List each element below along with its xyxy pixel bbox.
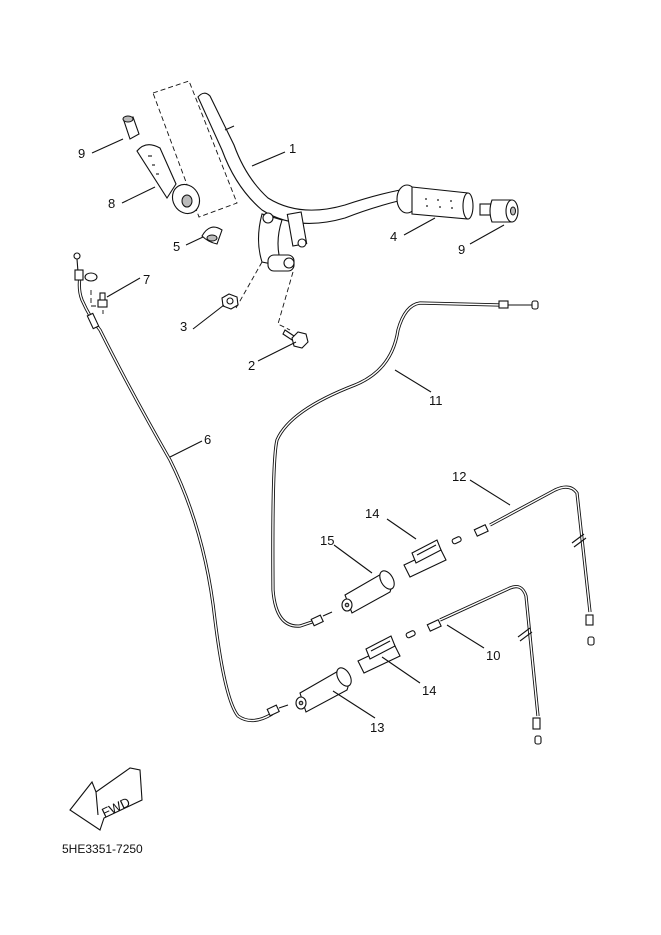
fwd-arrow-icon: FWD: [69, 767, 143, 831]
callout-labels: 1 2 3 4 5 6 7 8 9 9 10 11 12 13 14 14 15: [78, 141, 500, 735]
callout-11: 11: [429, 393, 443, 408]
callout-5: 5: [173, 239, 180, 254]
cable-cover-upper[interactable]: [341, 568, 397, 614]
right-grip[interactable]: [396, 184, 474, 220]
callout-12: 12: [452, 469, 466, 484]
bar-end-weight-right[interactable]: [479, 199, 519, 223]
callout-6: 6: [204, 432, 211, 447]
mount-dashed-line-left: [235, 261, 263, 309]
brake-cable-main[interactable]: [271, 300, 539, 628]
bar-end-weight-left[interactable]: [122, 115, 140, 140]
bolt[interactable]: [282, 329, 309, 349]
drawing-code: 5HE3351-7250: [62, 842, 143, 856]
callout-2: 2: [248, 358, 255, 373]
callout-8: 8: [108, 196, 115, 211]
callout-14-lower: 14: [422, 683, 436, 698]
mount-dashed-line-right: [277, 271, 294, 331]
callout-4: 4: [390, 229, 397, 244]
clamp-cap[interactable]: [201, 226, 223, 245]
callout-9-left: 9: [78, 146, 85, 161]
callout-10: 10: [486, 648, 500, 663]
screw-dashed-line: [90, 290, 104, 314]
brake-cable-front[interactable]: [451, 485, 595, 646]
screw[interactable]: [97, 292, 108, 308]
cable-joint-lower[interactable]: [357, 635, 401, 674]
brake-cable-rear[interactable]: [405, 585, 542, 745]
leader-lines: [91, 138, 511, 719]
throttle-cable[interactable]: [73, 252, 289, 723]
callout-9-right: 9: [458, 242, 465, 257]
cable-cover-lower[interactable]: [295, 665, 354, 713]
cable-joint-upper[interactable]: [403, 539, 447, 578]
handlebar[interactable]: [197, 92, 403, 272]
nut[interactable]: [221, 293, 239, 310]
callout-13: 13: [370, 720, 384, 735]
callout-15: 15: [320, 533, 334, 548]
callout-14-upper: 14: [365, 506, 379, 521]
throttle-grip-assembly[interactable]: [136, 144, 205, 219]
callout-3: 3: [180, 319, 187, 334]
callout-1: 1: [289, 141, 296, 156]
callout-7: 7: [143, 272, 150, 287]
exploded-group-outline: [152, 80, 238, 218]
